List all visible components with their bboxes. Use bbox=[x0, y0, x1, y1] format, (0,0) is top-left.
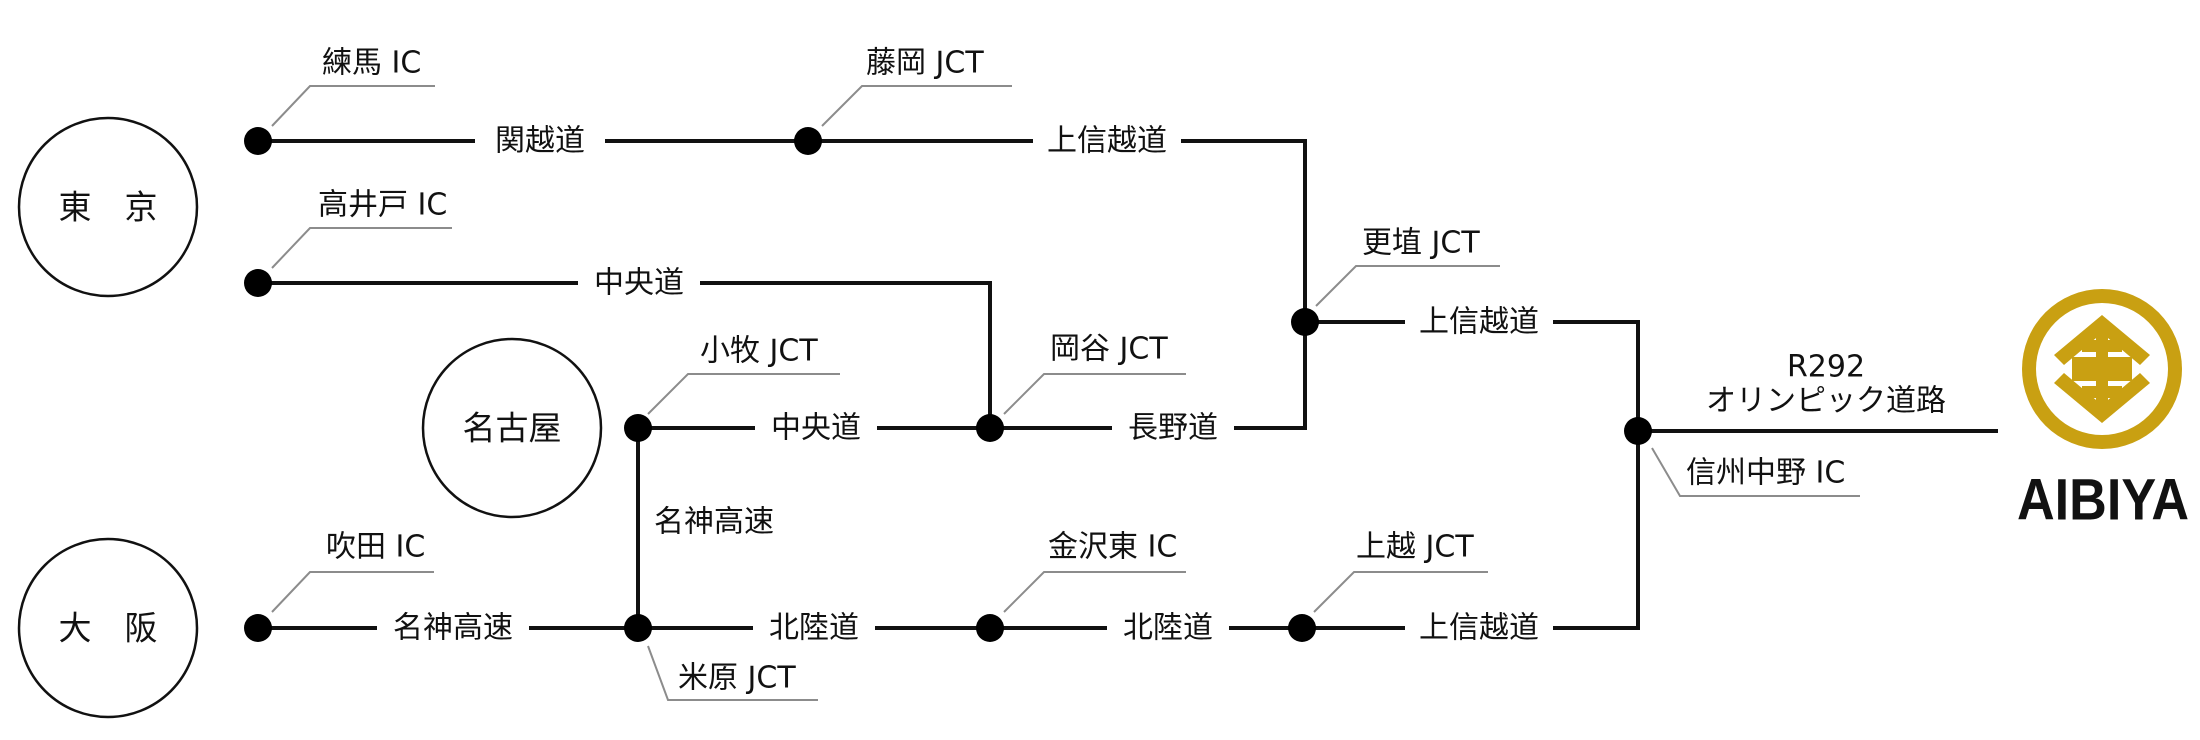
node-label-komaki: 小牧 JCT bbox=[700, 334, 818, 369]
city-label-osaka: 大 阪 bbox=[59, 609, 158, 648]
dot-shinshu-nakano bbox=[1624, 417, 1652, 445]
road-label-olympic: オリンピック道路 bbox=[1706, 384, 1946, 419]
node-label-shinshu-nakano: 信州中野 IC bbox=[1686, 456, 1845, 491]
dot-okaya bbox=[976, 414, 1004, 442]
dot-koshoku bbox=[1291, 308, 1319, 336]
road-label-hokuriku-1: 北陸道 bbox=[769, 611, 859, 646]
junction-dots bbox=[244, 127, 1652, 642]
node-label-takaido: 高井戸 IC bbox=[318, 188, 447, 223]
leader-kanazawa bbox=[1003, 571, 1186, 613]
leader-joetsu bbox=[1313, 571, 1488, 613]
city-circle-nagoya bbox=[421, 337, 603, 519]
node-label-joetsu: 上越 JCT bbox=[1356, 530, 1474, 565]
leader-komaki bbox=[647, 373, 840, 415]
dot-maibara bbox=[624, 614, 652, 642]
dot-suita bbox=[244, 614, 272, 642]
road-kanetsu-joshinetsu bbox=[258, 139, 1307, 430]
leader-takaido bbox=[271, 227, 452, 269]
leader-lines bbox=[271, 85, 1860, 701]
leader-okaya bbox=[1003, 373, 1186, 415]
node-labels: 練馬 IC 藤岡 JCT 高井戸 IC 更埴 JCT 小牧 JCT 岡谷 JCT… bbox=[318, 46, 1845, 696]
dot-komaki bbox=[624, 414, 652, 442]
node-label-fujioka: 藤岡 JCT bbox=[866, 46, 984, 81]
road-label-joshinetsu-2: 上信越道 bbox=[1419, 305, 1539, 340]
node-label-kanazawa-higashi: 金沢東 IC bbox=[1048, 530, 1177, 565]
city-circle-osaka bbox=[17, 537, 199, 719]
logo-brand-text: AIBIYA bbox=[2017, 468, 2189, 533]
node-label-koshoku: 更埴 JCT bbox=[1362, 226, 1480, 261]
city-label-nagoya: 名古屋 bbox=[463, 409, 562, 448]
road-label-chuo-2: 中央道 bbox=[771, 411, 861, 446]
node-label-nerima: 練馬 IC bbox=[322, 46, 421, 81]
road-label-chuo-1: 中央道 bbox=[594, 266, 684, 301]
node-label-suita: 吹田 IC bbox=[326, 530, 425, 565]
dot-joetsu bbox=[1288, 614, 1316, 642]
leader-shinshu-nakano bbox=[1651, 447, 1860, 497]
road-label-meishin: 名神高速 bbox=[393, 611, 513, 646]
logo-emblem-mark bbox=[2054, 315, 2150, 423]
city-label-tokyo: 東 京 bbox=[59, 188, 158, 227]
dot-nerima bbox=[244, 127, 272, 155]
road-label-r292: R292 bbox=[1787, 350, 1865, 385]
cities: 東 京 名古屋 大 阪 bbox=[17, 116, 603, 719]
leader-koshoku bbox=[1315, 265, 1500, 307]
road-label-hokuriku-2: 北陸道 bbox=[1123, 611, 1213, 646]
road-label-nagano: 長野道 bbox=[1128, 411, 1218, 446]
road-label-joshinetsu-3: 上信越道 bbox=[1419, 611, 1539, 646]
road-label-joshinetsu-1: 上信越道 bbox=[1047, 124, 1167, 159]
dot-fujioka bbox=[794, 127, 822, 155]
road-joshinetsu-koshoku bbox=[1302, 320, 1640, 630]
road-label-meishin-vertical: 名神高速 bbox=[654, 505, 774, 540]
node-label-maibara: 米原 JCT bbox=[678, 661, 796, 696]
city-circle-tokyo bbox=[17, 116, 199, 298]
leader-maibara bbox=[647, 645, 818, 701]
aibiya-logo: AIBIYA bbox=[2017, 289, 2189, 533]
leader-nerima bbox=[271, 85, 435, 127]
leader-suita bbox=[271, 571, 434, 613]
dot-takaido bbox=[244, 269, 272, 297]
node-label-okaya: 岡谷 JCT bbox=[1050, 332, 1168, 367]
road-chuo-tokyo bbox=[258, 281, 992, 428]
road-label-kanetsu: 関越道 bbox=[495, 124, 585, 159]
leader-fujioka bbox=[821, 85, 1012, 127]
road-labels: 関越道 上信越道 中央道 上信越道 中央道 長野道 名神高速 名神高速 北陸道 … bbox=[377, 123, 1946, 648]
dot-kanazawa bbox=[976, 614, 1004, 642]
